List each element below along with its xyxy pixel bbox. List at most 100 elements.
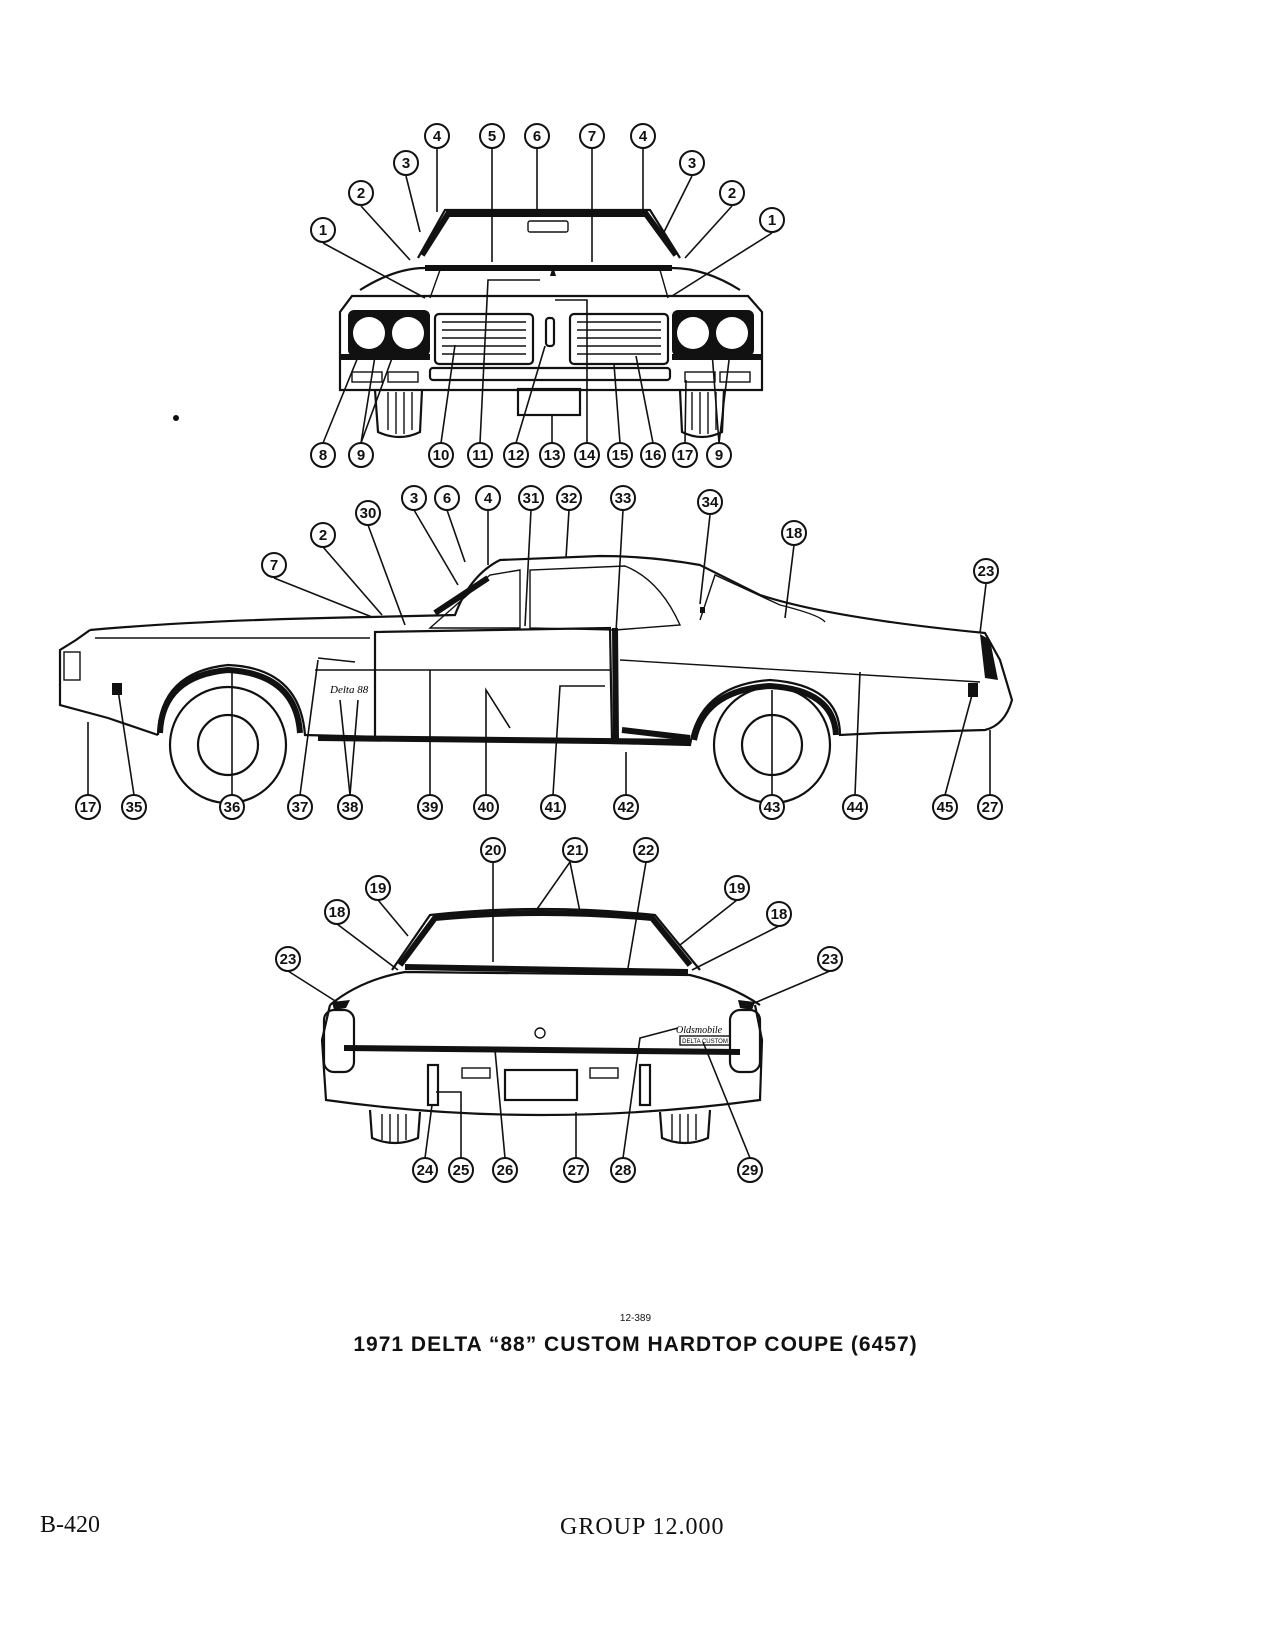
svg-text:36: 36: [224, 799, 241, 816]
callout-side-40: 40: [473, 794, 499, 820]
callout-side-38: 38: [337, 794, 363, 820]
callout-front-7: 7: [579, 123, 605, 149]
callout-side-4: 4: [475, 485, 501, 511]
svg-text:14: 14: [579, 447, 596, 464]
svg-text:4: 4: [484, 490, 493, 507]
svg-text:2: 2: [357, 185, 365, 202]
svg-text:32: 32: [561, 490, 578, 507]
svg-text:17: 17: [677, 447, 694, 464]
callout-front-8: 8: [310, 442, 336, 468]
svg-text:19: 19: [729, 880, 746, 897]
callout-rear-23: 23: [817, 946, 843, 972]
svg-text:13: 13: [544, 447, 561, 464]
callout-side-31: 31: [518, 485, 544, 511]
callout-side-27: 27: [977, 794, 1003, 820]
svg-text:18: 18: [786, 525, 803, 542]
svg-text:34: 34: [702, 494, 719, 511]
svg-text:27: 27: [568, 1162, 585, 1179]
svg-text:24: 24: [417, 1162, 434, 1179]
callout-rear-18: 18: [766, 901, 792, 927]
side-script-badge: Delta 88: [329, 684, 369, 696]
figure-caption: 1971 DELTA “88” CUSTOM HARDTOP COUPE (64…: [353, 1333, 918, 1356]
svg-text:4: 4: [433, 128, 442, 145]
svg-text:35: 35: [126, 799, 143, 816]
svg-text:39: 39: [422, 799, 439, 816]
svg-text:21: 21: [567, 842, 584, 859]
callout-side-2: 2: [310, 522, 336, 548]
callout-side-36: 36: [219, 794, 245, 820]
svg-text:6: 6: [533, 128, 541, 145]
svg-text:25: 25: [453, 1162, 470, 1179]
svg-text:18: 18: [329, 904, 346, 921]
callout-front-12: 12: [503, 442, 529, 468]
callout-side-7: 7: [261, 552, 287, 578]
svg-text:40: 40: [478, 799, 495, 816]
svg-text:11: 11: [472, 447, 488, 464]
callout-rear-20: 20: [480, 837, 506, 863]
callout-front-9: 9: [706, 442, 732, 468]
callout-side-45: 45: [932, 794, 958, 820]
svg-text:38: 38: [342, 799, 359, 816]
front-view: [322, 148, 773, 444]
svg-text:22: 22: [638, 842, 655, 859]
callout-front-10: 10: [428, 442, 454, 468]
svg-text:9: 9: [357, 447, 365, 464]
svg-text:3: 3: [410, 490, 418, 507]
svg-text:45: 45: [937, 799, 954, 816]
svg-text:1: 1: [319, 222, 327, 239]
svg-text:26: 26: [497, 1162, 514, 1179]
page-identifier: B-420: [40, 1512, 100, 1538]
rear-script-badge: Oldsmobile: [676, 1025, 723, 1036]
callout-side-32: 32: [556, 485, 582, 511]
svg-text:3: 3: [402, 155, 410, 172]
side-view: Delta 88: [58, 509, 1014, 805]
callout-front-3: 3: [679, 150, 705, 176]
callout-front-2: 2: [348, 180, 374, 206]
group-label: GROUP 12.000: [560, 1514, 725, 1540]
svg-text:1: 1: [768, 212, 776, 229]
svg-text:16: 16: [645, 447, 662, 464]
svg-text:12: 12: [508, 447, 525, 464]
callout-rear-26: 26: [492, 1157, 518, 1183]
callout-front-13: 13: [539, 442, 565, 468]
callout-rear-19: 19: [365, 875, 391, 901]
callout-rear-18: 18: [324, 899, 350, 925]
callout-front-3: 3: [393, 150, 419, 176]
callout-front-9: 9: [348, 442, 374, 468]
svg-text:9: 9: [715, 447, 723, 464]
callout-front-4: 4: [630, 123, 656, 149]
callout-rear-23: 23: [275, 946, 301, 972]
svg-text:37: 37: [292, 799, 309, 816]
callout-front-5: 5: [479, 123, 505, 149]
callout-front-14: 14: [574, 442, 600, 468]
callout-rear-24: 24: [412, 1157, 438, 1183]
callout-side-30: 30: [355, 500, 381, 526]
rear-nameplate: DELTA CUSTOM: [682, 1039, 728, 1045]
svg-text:2: 2: [319, 527, 327, 544]
svg-text:27: 27: [982, 799, 999, 816]
svg-text:23: 23: [822, 951, 839, 968]
svg-text:41: 41: [545, 799, 562, 816]
callout-front-1: 1: [310, 217, 336, 243]
rear-view: Oldsmobile DELTA CUSTOM: [287, 861, 831, 1159]
callout-front-17: 17: [672, 442, 698, 468]
callout-side-35: 35: [121, 794, 147, 820]
callout-side-17: 17: [75, 794, 101, 820]
callout-rear-27: 27: [563, 1157, 589, 1183]
svg-text:23: 23: [280, 951, 297, 968]
callout-rear-22: 22: [633, 837, 659, 863]
svg-text:18: 18: [771, 906, 788, 923]
callout-front-15: 15: [607, 442, 633, 468]
callout-side-33: 33: [610, 485, 636, 511]
callout-front-1: 1: [759, 207, 785, 233]
callout-side-18: 18: [781, 520, 807, 546]
svg-text:6: 6: [443, 490, 451, 507]
svg-text:42: 42: [618, 799, 635, 816]
callout-front-2: 2: [719, 180, 745, 206]
svg-text:8: 8: [319, 447, 327, 464]
svg-text:7: 7: [270, 557, 278, 574]
